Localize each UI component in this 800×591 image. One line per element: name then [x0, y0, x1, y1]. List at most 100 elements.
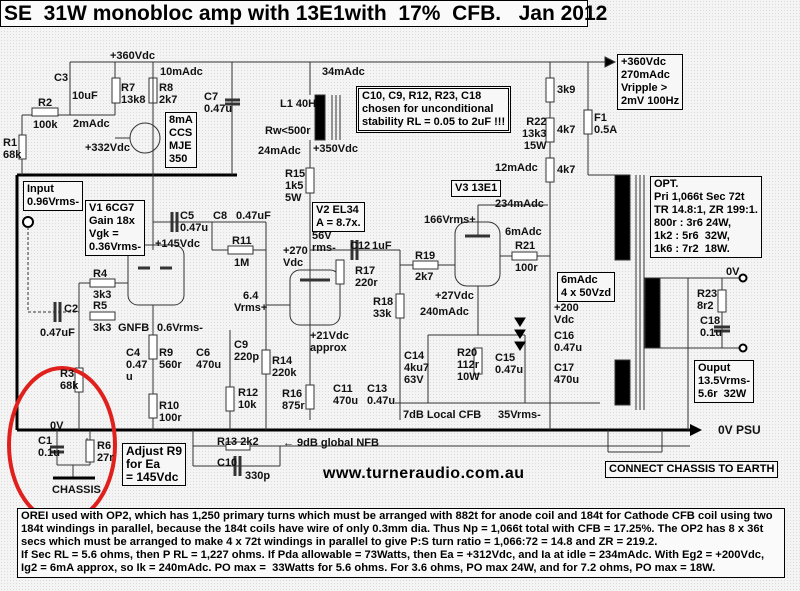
- r10-body: [148, 393, 158, 419]
- zero-volt-psu-label: 0V PSU: [718, 423, 761, 437]
- r18-body: [395, 293, 405, 319]
- v1-box: V1 6CG7 Gain 18x Vgk = 0.36Vrms-: [85, 200, 145, 256]
- r12-label: R12 10k: [238, 387, 259, 411]
- c6-label: C6 470u: [196, 347, 222, 371]
- input-box: Input 0.96Vrms-: [23, 181, 83, 211]
- r8-label: R8 2k7: [159, 82, 178, 106]
- r22-value-b: 4k7: [557, 124, 576, 136]
- opt-primary-core: [614, 174, 631, 261]
- r14-body: [261, 349, 271, 375]
- screen-voltage: +200 Vdc: [554, 302, 579, 326]
- l1-resistance: Rw<500r: [265, 125, 311, 137]
- opt-secondary-core: [644, 277, 661, 349]
- v3-grid-voltage: +27Vdc: [435, 290, 474, 302]
- gnfb-voltage: 0.6Vrms-: [157, 322, 203, 334]
- r20-label: R20 112r 10W: [457, 347, 480, 383]
- b-plus-label: +360Vdc: [110, 50, 155, 62]
- website-url[interactable]: www.turneraudio.com.au: [323, 465, 525, 482]
- r7-body: [111, 77, 121, 104]
- zero-volt-output-label: 0V: [726, 266, 740, 278]
- c7-label: C7 0.47u: [204, 91, 233, 115]
- v2-grid-signal: 6.4 Vrms+: [234, 290, 268, 314]
- stability-note-box: C10, C9, R12, R23, C18 chosen for uncond…: [356, 86, 512, 133]
- current-10ma: 10mAdc: [160, 66, 203, 78]
- output-box: Ouput 13.5Vrms- 5.6r 32W: [694, 360, 754, 403]
- v3-anode-signal: 166Vrms+: [424, 214, 476, 226]
- c2-label: C2: [64, 303, 79, 315]
- v3-box: V3 13E1: [451, 180, 502, 197]
- r3-label: R3 68k: [60, 368, 79, 392]
- output-terminal-0v: [738, 273, 748, 283]
- r13-label: R13 2k2: [217, 436, 259, 448]
- l1-label: L1 40H: [280, 98, 317, 110]
- r1-body: [18, 134, 27, 160]
- c12-value: 1uF: [372, 240, 392, 252]
- r23-body: [717, 289, 727, 313]
- r6-label: R6 27r: [97, 440, 114, 464]
- c11-label: C11 470u: [333, 383, 359, 407]
- c16-label: C16 0.47u: [554, 330, 583, 354]
- schematic-title: SE 31W monobloc amp with 13E1with 17% CF…: [0, 0, 607, 27]
- fuse-label: F1 0.5A: [594, 112, 618, 136]
- v2-tube-envelope: [289, 269, 341, 326]
- l1-choke-core: [314, 94, 326, 141]
- c5-value: 0.47u: [180, 222, 209, 234]
- r9-body: [148, 334, 158, 360]
- r13-body: [225, 441, 251, 451]
- r5-body: [89, 311, 116, 321]
- choke-output-voltage: +350Vdc: [313, 143, 358, 155]
- r11-body: [227, 245, 254, 255]
- r2-body: [31, 107, 59, 117]
- r15-body: [305, 167, 315, 194]
- r22-value-c: 4k7: [557, 164, 576, 176]
- c18-label: C18 0.1u: [700, 315, 723, 339]
- chassis-earth-box: CONNECT CHASSIS TO EARTH: [605, 461, 779, 478]
- r10-label: R10 100r: [159, 400, 182, 424]
- zero-volt-arrow: [690, 424, 702, 436]
- chassis-label: CHASSIS: [52, 484, 101, 496]
- r12-body: [225, 386, 235, 412]
- c14-label: C14 4ku7 63V: [404, 350, 430, 386]
- ccs-box: 8mA CCS MJE 350: [165, 112, 197, 168]
- psu-info-box: +360Vdc 270mAdc Vripple > 2mV 100Hz: [617, 54, 684, 110]
- r20-body: [473, 347, 483, 375]
- r19-body: [412, 260, 439, 270]
- cfb-voltage: 35Vrms-: [498, 409, 541, 421]
- current-240ma: 240mAdc: [420, 306, 469, 318]
- adjust-box: Adjust R9 for Ea = 145Vdc: [122, 443, 187, 486]
- v1-tube-envelope: [127, 244, 185, 306]
- c5-label: C5: [180, 210, 195, 222]
- r5-value: 3k3: [93, 322, 112, 334]
- gnfb-label: GNFB: [118, 322, 150, 334]
- r17-label: R17 220r: [355, 265, 378, 289]
- current-234ma: 234mAdc: [495, 198, 544, 210]
- r17-body: [335, 259, 345, 285]
- c3-label: C3: [54, 72, 69, 84]
- v2-box: V2 EL34 A = 8.7x.: [312, 202, 365, 232]
- r3-body: [74, 367, 84, 393]
- c2-value: 0.47uF: [40, 327, 75, 339]
- r22-value-a: 3k9: [557, 84, 576, 96]
- r2-value: 100k: [33, 119, 58, 131]
- r1-label: R1 68k: [3, 137, 22, 161]
- b-plus-arrow: [604, 56, 617, 68]
- zener-box: 6mAdc 4 x 50Vzd: [557, 272, 616, 302]
- c1-label: C1 0.1u: [38, 435, 61, 459]
- r2-label: R2: [38, 97, 53, 109]
- c4-label: C4 0.47 u: [126, 347, 148, 383]
- r21-body: [511, 251, 538, 261]
- r21-label: R21: [515, 240, 536, 252]
- r14-label: R14 220k: [272, 355, 297, 379]
- c12-label: C12: [350, 240, 371, 252]
- c10-value: 330p: [245, 470, 271, 482]
- c9-label: C9 220p: [234, 339, 260, 363]
- current-34ma: 34mAdc: [322, 66, 365, 78]
- c10-label: C10: [217, 457, 238, 469]
- global-nfb-label: ← 9dB global NFB: [283, 437, 379, 449]
- r11-label: R11: [232, 235, 252, 247]
- r21-value: 100r: [515, 262, 538, 274]
- v2-anode-voltage: +270 Vdc: [283, 245, 308, 269]
- c3-value: 10uF: [72, 90, 98, 102]
- r23-label: R23 8r2: [697, 288, 718, 312]
- c8-label: C8: [213, 210, 228, 222]
